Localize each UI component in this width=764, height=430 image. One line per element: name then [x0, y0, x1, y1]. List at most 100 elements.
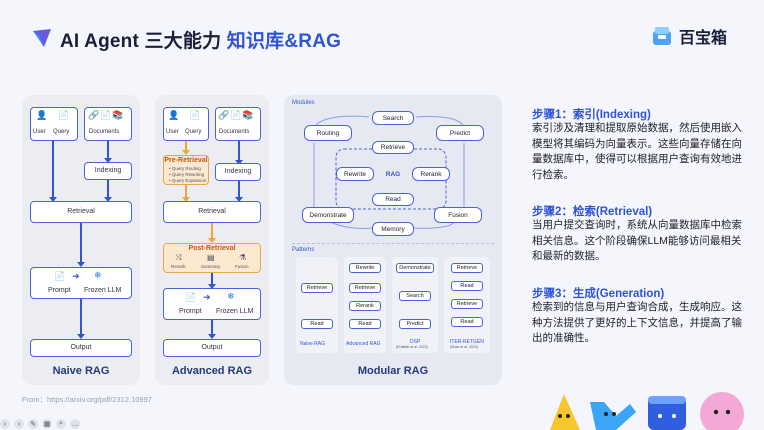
arrow — [77, 223, 85, 267]
indexing-box — [84, 162, 132, 180]
naive-rag-panel: 👤 📄 User Query 🔗📄📚 Documents Indexing Re… — [22, 95, 140, 385]
module-fusion: Fusion — [434, 207, 482, 223]
output-box — [30, 339, 132, 357]
pattern-step: Retrieve — [301, 283, 333, 293]
summary-icon: ▤ — [207, 253, 215, 262]
pattern-naive: Retrieve Read Naive RAG — [296, 257, 338, 353]
step-1-title: 步骤1：索引(Indexing) — [532, 109, 651, 121]
pattern-name: DSP — [410, 339, 421, 345]
arrow — [182, 185, 190, 202]
pattern-step: Demonstrate — [396, 263, 434, 273]
module-routing: Routing — [304, 125, 352, 141]
documents-box — [84, 107, 132, 141]
prompt-icon: 📄 — [54, 271, 66, 281]
step-3-body: 检索到的信息与用户查询合成，生成响应。这种方法提供了更好的上下文信息，并提高了输… — [532, 301, 742, 344]
query-label: Query — [185, 129, 202, 135]
pattern-name: Advanced RAG — [346, 341, 381, 347]
pattern-name: Naive RAG — [300, 341, 326, 347]
brand-name: 百宝箱 — [679, 30, 728, 47]
module-predict: Predict — [436, 125, 484, 141]
module-demonstrate: Demonstrate — [302, 207, 354, 223]
next-slide-icon[interactable]: › — [14, 419, 24, 429]
documents-label: Documents — [89, 129, 120, 135]
prompt-llm-box — [163, 288, 261, 320]
frozen-llm-label: Frozen LLM — [84, 287, 122, 294]
pre-item: • Query Rewriting — [169, 172, 205, 177]
retrieval-box — [163, 201, 261, 223]
output-label: Output — [201, 344, 223, 351]
step-1-body: 索引涉及清理和提取原始数据，然后使用嵌入模型将其编码为向量表示。这些向量存储在向… — [532, 122, 742, 181]
more-icon[interactable]: … — [70, 419, 80, 429]
pattern-citation: (Shao et al. 2023) — [450, 345, 478, 349]
documents-icon: 🔗📄📚 — [218, 110, 255, 120]
arrow — [77, 299, 85, 339]
pre-item: • Query Routing — [169, 166, 201, 171]
arrow — [182, 141, 190, 155]
grid-icon[interactable]: ▦ — [42, 419, 52, 429]
naive-rag-title: Naive RAG — [52, 365, 110, 377]
user-query-box — [30, 107, 78, 141]
pattern-step: Search — [399, 291, 431, 301]
user-label: User — [166, 129, 179, 135]
module-read: Read — [372, 193, 414, 206]
prompt-label: Prompt — [48, 287, 71, 294]
indexing-label: Indexing — [94, 167, 122, 174]
arrow — [235, 141, 243, 165]
documents-label: Documents — [219, 129, 250, 135]
pen-icon[interactable]: ✎ — [28, 419, 38, 429]
advanced-rag-panel: 👤 📄 User Query 🔗📄📚 Documents Pre-Retriev… — [155, 95, 269, 385]
arrow — [208, 320, 216, 339]
arrow-right-icon: ➜ — [203, 292, 211, 302]
snowflake-icon: ❄ — [94, 270, 102, 280]
pattern-step: Retrieve — [349, 283, 381, 293]
arrow — [49, 141, 57, 202]
pattern-citation: (Khattab et al. 2022) — [396, 345, 428, 349]
module-memory: Memory — [372, 222, 414, 236]
post-item: Rerank — [171, 264, 186, 269]
module-search: Search — [372, 111, 414, 125]
module-retrieve: Retrieve — [372, 141, 414, 154]
query-icon: 📄 — [58, 110, 70, 120]
post-retrieval-box — [163, 243, 261, 273]
pattern-step: Rerank — [349, 301, 381, 311]
retrieval-label: Retrieval — [67, 208, 95, 215]
pattern-step: Retrieve — [451, 263, 483, 273]
pattern-dsp: Demonstrate Search Predict DSP (Khattab … — [392, 257, 438, 353]
fusion-icon: ⚗ — [239, 253, 247, 262]
zoom-icon[interactable]: ⌕ — [56, 419, 66, 429]
presentation-toolbar: ‹ › ✎ ▦ ⌕ … — [0, 418, 80, 430]
rerank-icon: ⤨ — [175, 253, 182, 262]
step-3-title: 步骤3：生成(Generation) — [532, 288, 665, 300]
divider — [292, 243, 494, 244]
output-box — [163, 339, 261, 357]
pre-item: • Query Expansion — [169, 178, 207, 183]
post-item: Fusion — [235, 264, 249, 269]
prompt-label: Prompt — [179, 308, 202, 315]
prompt-llm-box — [30, 267, 132, 299]
step-2-body: 当用户提交查询时，系统从向量数据库中检索相关信息。这个阶段确保LLM能够访问最相… — [532, 219, 742, 262]
pattern-step: Read — [349, 319, 381, 329]
snowflake-icon: ❄ — [227, 291, 235, 301]
arrow — [208, 273, 216, 289]
frozen-llm-label: Frozen LLM — [216, 308, 254, 315]
pattern-step: Rewrite — [349, 263, 381, 273]
prev-slide-icon[interactable]: ‹ — [0, 419, 10, 429]
pre-retrieval-label: Pre-Retrieval — [164, 157, 208, 164]
arrow — [104, 141, 112, 163]
advanced-rag-title: Advanced RAG — [171, 365, 253, 377]
modular-rag-title: Modular RAG — [357, 365, 429, 377]
arrow — [235, 181, 243, 202]
query-icon: 📄 — [189, 110, 201, 120]
pattern-advanced: Rewrite Retrieve Rerank Read Advanced RA… — [344, 257, 386, 353]
query-label: Query — [53, 129, 70, 135]
retrieval-box — [30, 201, 132, 223]
modular-rag-panel: Modules Search Routing Predict Retrieve … — [284, 95, 502, 385]
arrow — [104, 180, 112, 202]
documents-icon: 🔗📄📚 — [88, 110, 125, 120]
app-logo-icon — [33, 29, 51, 47]
arrow-right-icon: ➜ — [72, 271, 80, 281]
module-rerank: Rerank — [412, 167, 450, 181]
indexing-box — [215, 163, 261, 181]
post-item: Summary — [201, 264, 221, 269]
brand-box-icon — [653, 27, 671, 45]
